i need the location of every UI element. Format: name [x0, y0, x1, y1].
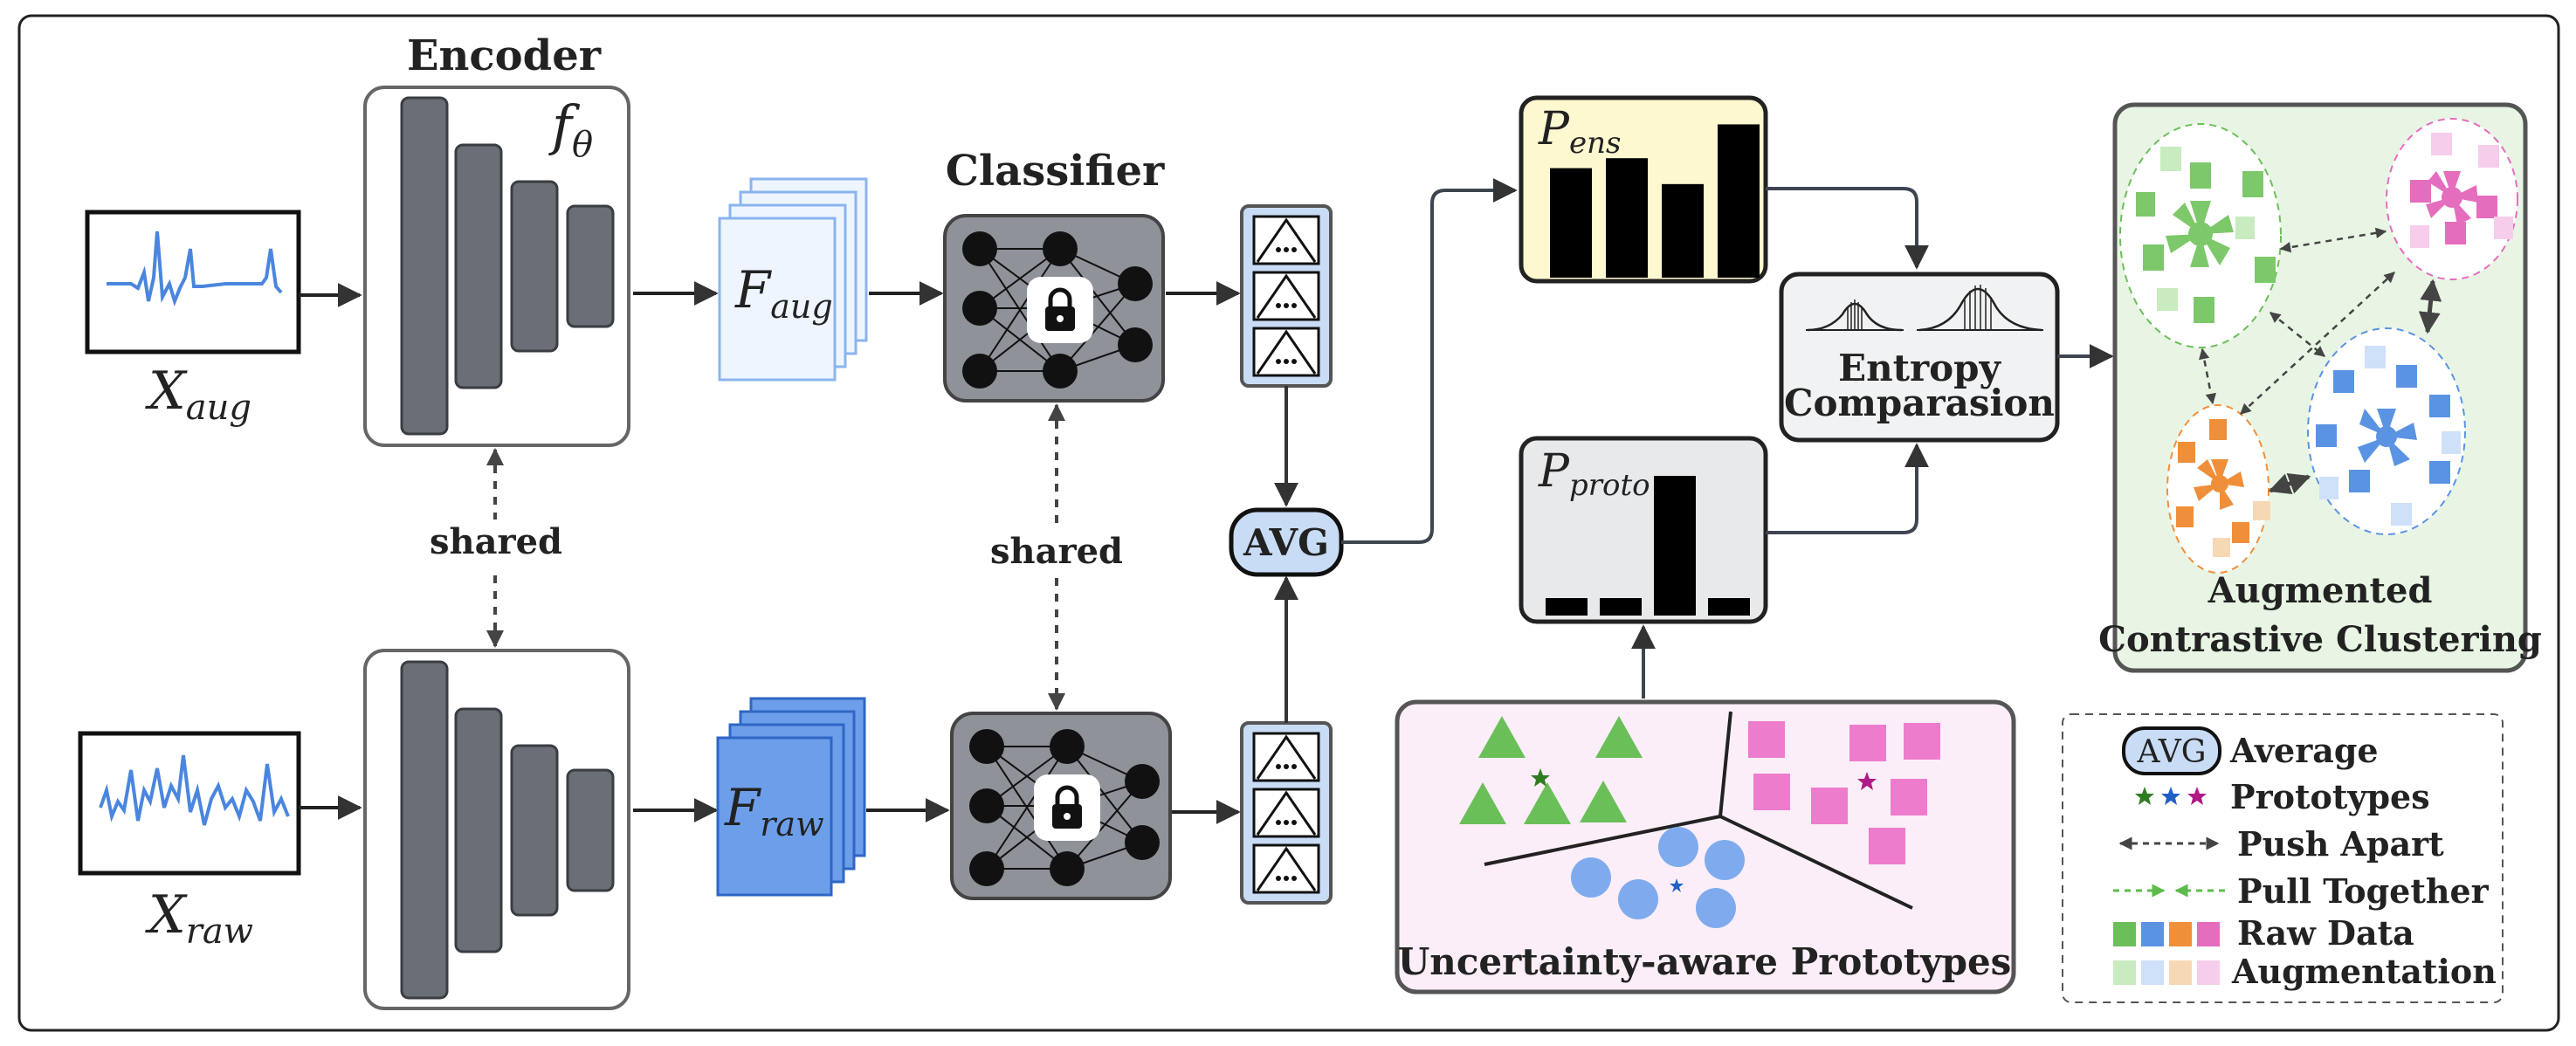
legend-raw-text: Raw Data [2237, 913, 2414, 953]
pproto-bar-1 [1546, 598, 1588, 616]
clustering-title-line2: Contrastive Clustering [2098, 619, 2542, 660]
pens-bar-3 [1662, 183, 1704, 278]
legend-avg-symbol: AVG [2137, 734, 2207, 770]
legend-pull-text: Pull Together [2237, 871, 2490, 911]
pproto-bar-3 [1654, 476, 1696, 616]
pink-prototype-star [1857, 772, 1877, 790]
prototypes-title: Uncertainty-aware Prototypes [1398, 940, 2012, 983]
clustering-title-line1: Augmented [2208, 570, 2433, 611]
pens-bar-4 [1718, 124, 1760, 278]
pproto-label: Pproto [1538, 445, 1650, 503]
feature-raw-label: Fraw [724, 778, 824, 843]
arrow-avg-to-pens [1341, 178, 1518, 544]
output-raw-stack [1240, 721, 1333, 905]
entropy-title-line2: Comparasion [1784, 382, 2055, 424]
legend-blue-star [2161, 787, 2180, 805]
legend-push-text: Push Apart [2237, 824, 2444, 864]
legend-prototypes-text: Prototypes [2230, 777, 2430, 816]
entropy-title-line1: Entropy [1838, 347, 2001, 389]
arrow-pens-to-entropy [1766, 187, 1929, 270]
input-raw-label: Xraw [145, 884, 253, 952]
pproto-box [1519, 436, 1768, 624]
legend-average-text: Average [2229, 731, 2379, 770]
feature-raw-stack [716, 697, 866, 897]
classifier-shared-label: shared [990, 531, 1123, 572]
encoder-title: Encoder [407, 31, 602, 80]
encoder-shared-label: shared [430, 521, 562, 562]
classifier-title: Classifier [946, 147, 1165, 196]
pens-bars [1550, 124, 1760, 278]
pproto-bar-4 [1708, 598, 1750, 616]
pens-label: Pens [1538, 103, 1621, 161]
avg-label: AVG [1243, 521, 1329, 564]
pens-bar-1 [1550, 168, 1592, 278]
legend [2062, 713, 2504, 1003]
prototypes-box [1395, 699, 2016, 994]
pproto-bars [1546, 476, 1750, 616]
feature-aug-label: Faug [734, 260, 833, 326]
input-aug-label: Xaug [145, 361, 251, 428]
arrow-pproto-to-entropy [1766, 443, 1929, 534]
classifier-aug [943, 214, 1165, 403]
legend-aug-text: Augmentation [2231, 952, 2497, 991]
legend-pink-star [2187, 787, 2207, 805]
encoder-aug [363, 86, 630, 447]
legend-green-star [2135, 787, 2154, 805]
pproto-bar-2 [1600, 598, 1642, 616]
input-aug-signal [85, 210, 301, 354]
green-prototype-star [1531, 768, 1550, 787]
blue-prototype-star [1670, 878, 1684, 892]
clustering-box [2112, 102, 2528, 673]
feature-aug-stack [718, 177, 868, 382]
classifier-raw [950, 712, 1172, 900]
output-aug-stack [1240, 204, 1333, 388]
input-raw-signal [78, 731, 301, 876]
pens-bar-2 [1606, 158, 1648, 278]
encoder-raw [363, 649, 630, 1010]
